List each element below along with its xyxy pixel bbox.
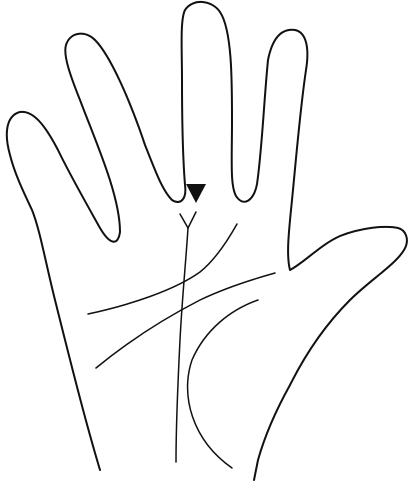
background [0, 0, 409, 490]
palm-diagram [0, 0, 409, 490]
